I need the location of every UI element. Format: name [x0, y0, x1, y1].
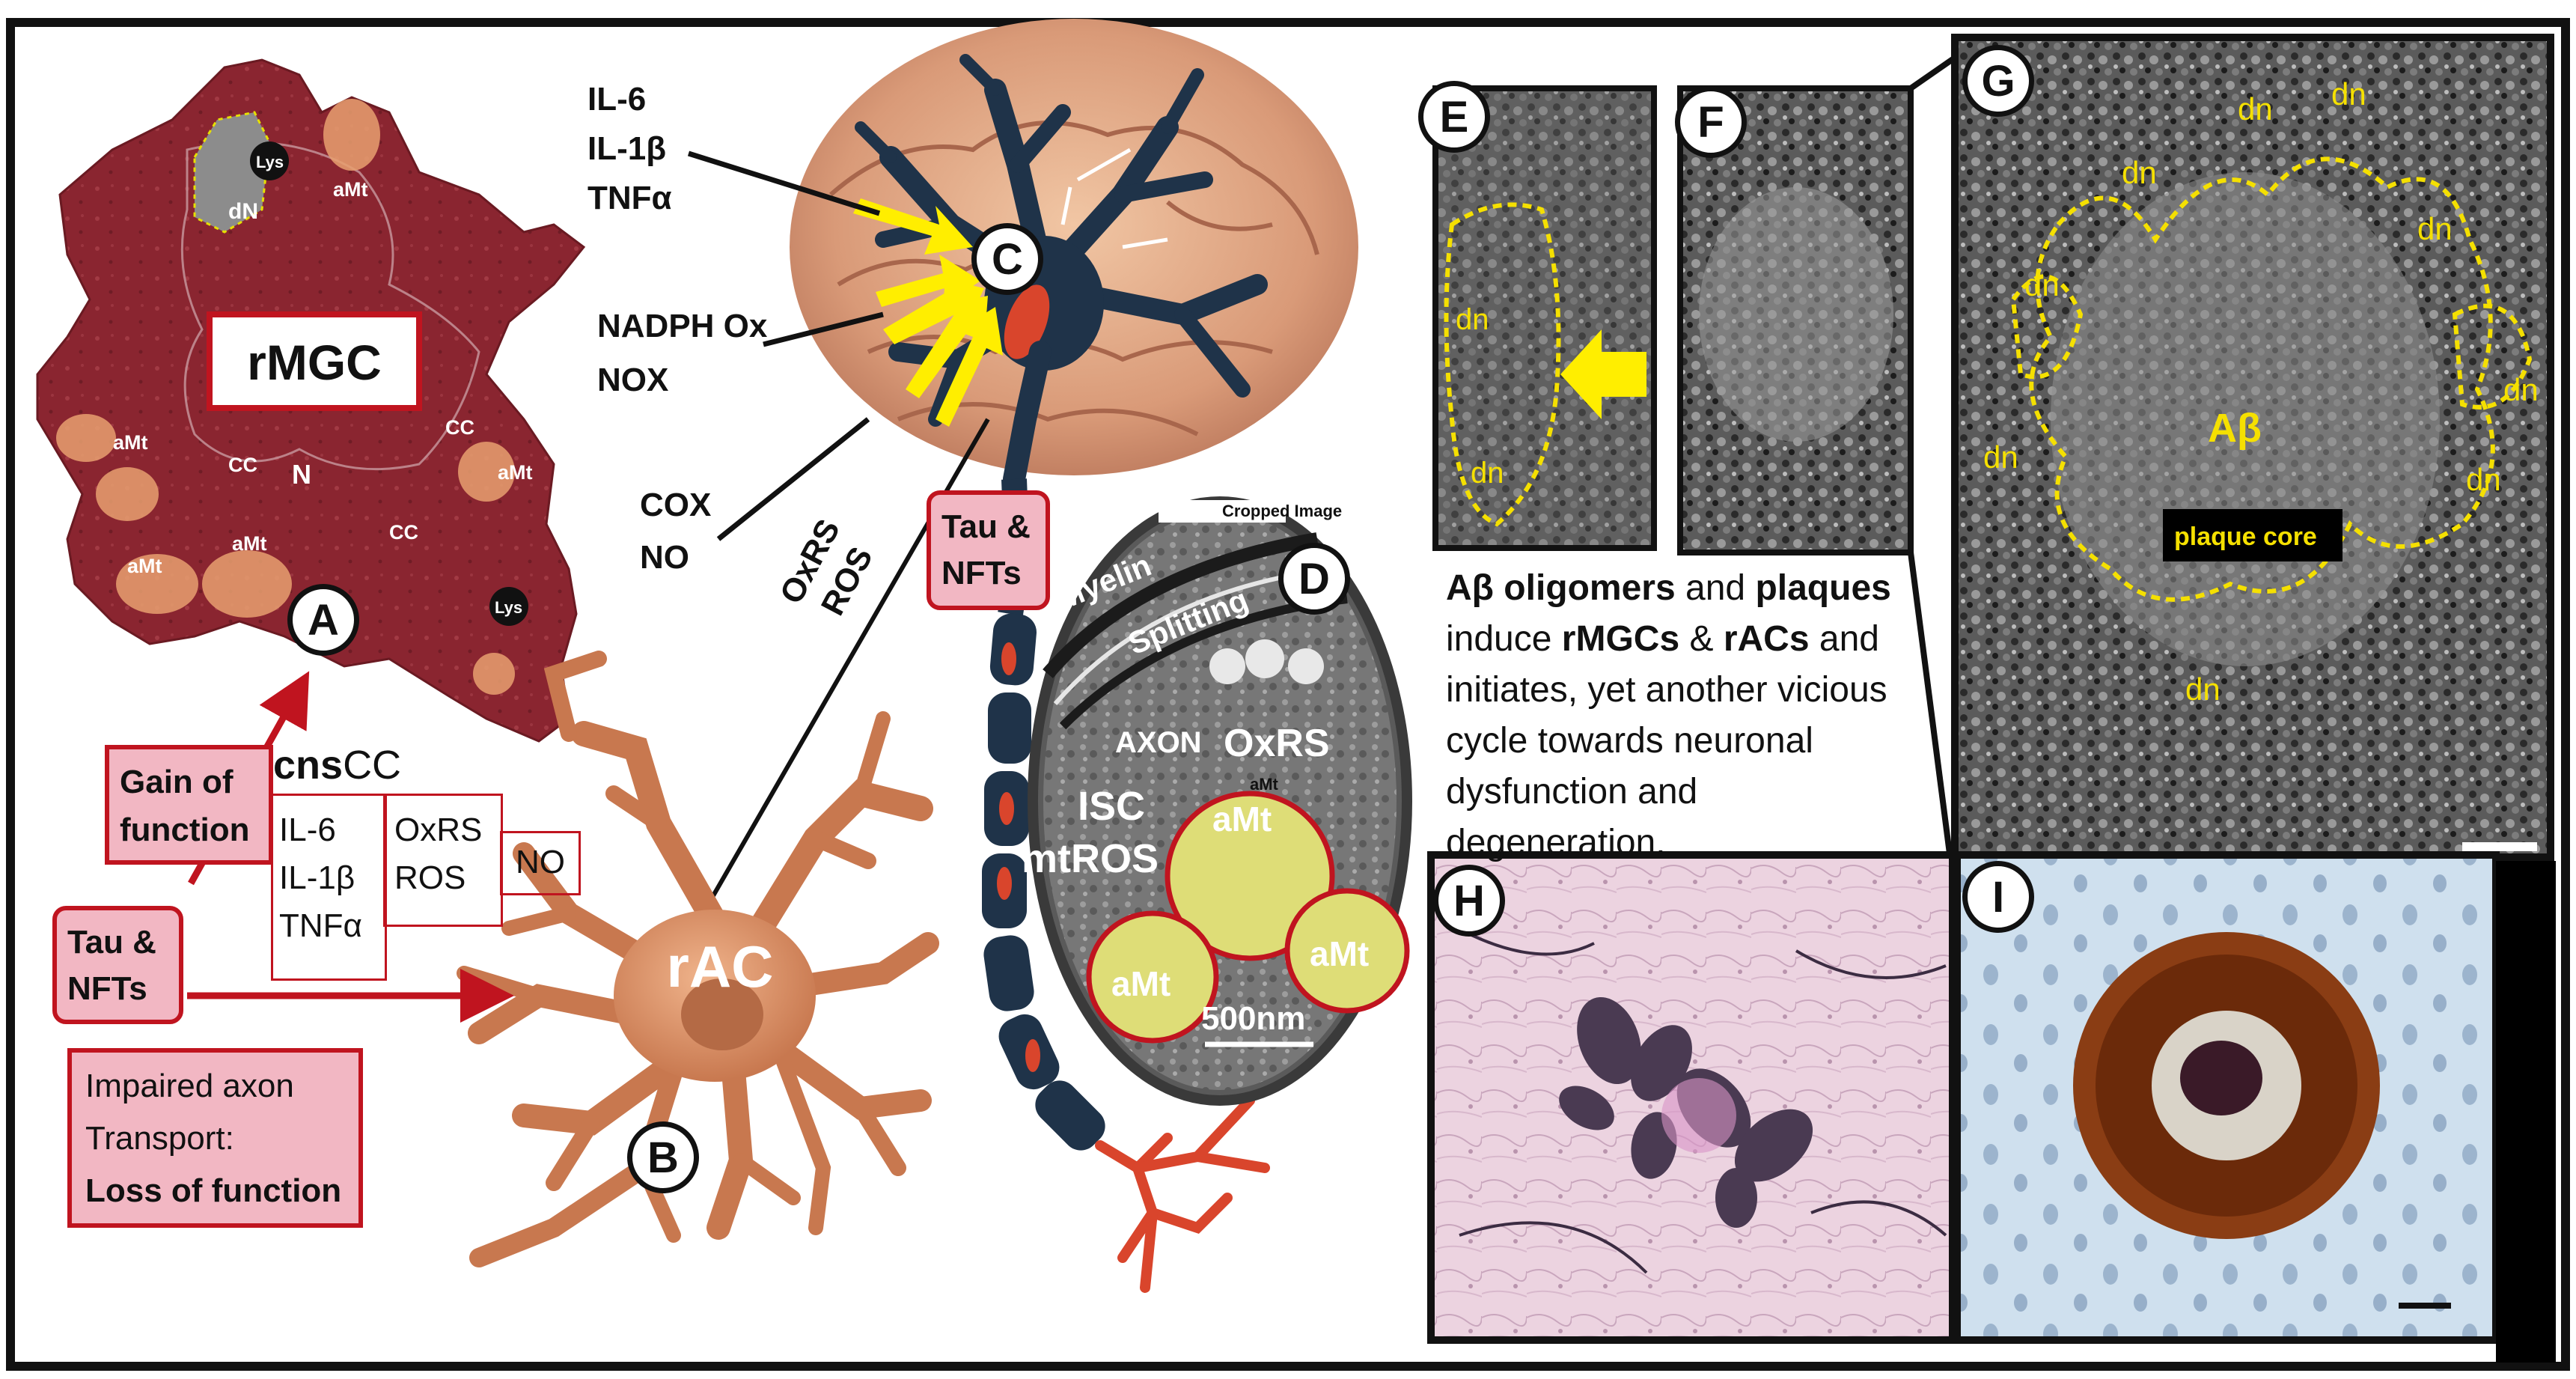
- c-nadph-label: NADPH Ox: [597, 308, 768, 344]
- cnscc-rest: CC: [343, 743, 402, 788]
- rac-label: rAC: [666, 934, 773, 999]
- summary-bold: rMGCs: [1561, 619, 1680, 659]
- summary-text: Aβ oligomers and plaques induce rMGCs & …: [1446, 563, 1925, 868]
- g-dn-label: dn: [2122, 155, 2157, 190]
- organelle-label: aMt: [127, 555, 162, 577]
- no-box: NO: [500, 831, 581, 895]
- panel-letter-d: D: [1278, 543, 1350, 615]
- panel-letter-f: F: [1675, 86, 1747, 158]
- panel-letter-g: G: [1962, 45, 2034, 117]
- panel-letter-h: H: [1433, 865, 1505, 937]
- g-abeta-label: Aβ: [2208, 406, 2262, 451]
- g-dn-label: dn: [2024, 267, 2060, 302]
- c-cytokine: IL-1β: [587, 130, 667, 167]
- organelle-label: aMt: [113, 431, 148, 454]
- organelle-label: N: [292, 459, 311, 490]
- cnscc-label: cnsCC: [273, 743, 401, 788]
- c-cytokine: IL-6: [587, 81, 647, 118]
- panel-e-em: dn dn: [1432, 85, 1657, 551]
- impaired-transport-box: Impaired axon Transport: Loss of functio…: [67, 1048, 363, 1228]
- d-scale-label: 500nm: [1201, 1000, 1305, 1037]
- d-amt-label: aMt: [1310, 934, 1369, 973]
- c-cox-list: COX NO: [640, 479, 711, 584]
- left-tau-line: NFTs: [67, 970, 147, 1007]
- d-axon-label: AXON: [1115, 726, 1202, 759]
- organelle-label: aMt: [498, 461, 533, 484]
- d-amt-label: aMt: [1111, 964, 1171, 1003]
- organelle-label: dN: [228, 199, 258, 224]
- c-tau-nfts-box: Tau & NFTs: [927, 490, 1050, 610]
- cytokine-item: IL-6: [279, 812, 336, 848]
- organelle-label: aMt: [333, 178, 368, 201]
- oxrs-box: OxRS ROS: [383, 794, 503, 927]
- d-cropped-label: Cropped Image: [1222, 502, 1342, 520]
- organelle-label: Lys: [256, 153, 284, 171]
- cytokine-item: IL-1β: [279, 859, 355, 896]
- gain-line: function: [120, 812, 250, 848]
- g-plaque-core-label: plaque core: [2174, 523, 2317, 551]
- impaired-line: Impaired axon: [85, 1068, 294, 1104]
- d-mtros-label: mtROS: [1022, 836, 1159, 881]
- summary-bold: Aβ oligomers: [1446, 568, 1676, 608]
- panel-c-brain-neuron: [687, 19, 1358, 541]
- gain-line: Gain of: [120, 764, 234, 800]
- left-tau-line: Tau &: [67, 924, 156, 961]
- axon-myelin-column: [982, 478, 1270, 1293]
- c-cox-label: COX: [640, 487, 712, 523]
- c-cytokine-list: IL-6 IL-1β TNFα: [587, 75, 672, 223]
- c-no-label: NO: [640, 539, 689, 576]
- summary-bold: rACs: [1723, 619, 1810, 659]
- organelle-label: CC: [445, 416, 474, 439]
- c-nox-label: NOX: [597, 362, 669, 398]
- rmgc-label: rMGC: [247, 335, 382, 390]
- organelle-label: aMt: [232, 532, 267, 555]
- panel-letter-i: I: [1962, 861, 2034, 933]
- g-dn-label: dn: [2185, 672, 2221, 707]
- panel-letter-e: E: [1418, 81, 1490, 153]
- panel-letter-a: A: [287, 584, 359, 656]
- summary-text-part: and: [1675, 568, 1756, 608]
- cytokine-box: IL-6 IL-1β TNFα: [271, 794, 387, 981]
- cnscc-bold: cns: [273, 743, 344, 788]
- outer-frame: [6, 18, 2570, 1371]
- d-isc-label: ISC: [1078, 784, 1145, 829]
- g-dn-label: dn: [2331, 76, 2366, 112]
- organelle-label: CC: [389, 521, 418, 544]
- c-nadph-list: NADPH Ox NOX: [597, 299, 767, 407]
- g-dn-label: dn: [1983, 439, 2018, 475]
- g-dn-label: dn: [2238, 91, 2273, 127]
- summary-text-part: &: [1679, 619, 1724, 659]
- loss-of-function-line: Loss of function: [85, 1172, 342, 1209]
- c-cytokine: TNFα: [587, 180, 672, 216]
- cytokine-item: TNFα: [279, 907, 362, 944]
- summary-text-part: and initiates, yet another vicious cycle…: [1446, 619, 1887, 862]
- panel-letter-b: B: [627, 1121, 699, 1193]
- impaired-line: Transport:: [85, 1120, 234, 1157]
- panel-h-histology: [1427, 851, 1956, 1344]
- panel-letter-c: C: [971, 223, 1043, 295]
- oxrs-item: OxRS: [394, 812, 483, 848]
- summary-text-part: induce: [1446, 619, 1562, 659]
- summary-bold: plaques: [1755, 568, 1891, 608]
- left-tau-nfts-box: Tau & NFTs: [52, 906, 183, 1024]
- organelle-label: CC: [228, 454, 257, 476]
- panel-d-em-oval: Cropped Image Myelin Splitting AXON OxRS…: [1022, 496, 1412, 1106]
- g-dn-label: dn: [2466, 462, 2501, 497]
- d-amt-label: aMt: [1212, 800, 1272, 838]
- organelle-label: Lys: [495, 598, 522, 617]
- g-dn-label: dn: [2503, 372, 2539, 407]
- gain-of-function-box: Gain of function: [105, 745, 273, 865]
- d-oxrs-label: OxRS: [1224, 722, 1330, 765]
- panel-f-em: [1677, 85, 1914, 555]
- oxrs-item: ROS: [394, 859, 466, 896]
- panel-i-histology: [1953, 851, 2556, 1363]
- g-dn-label: dn: [2417, 211, 2453, 246]
- e-dn-label: dn: [1456, 303, 1489, 336]
- d-amt-label: aMt: [1250, 775, 1279, 794]
- panel-a-microglia: rMGC dN Lys aMt aMt CC N CC aMt aMt aMt …: [36, 58, 586, 743]
- e-dn-label: dn: [1471, 457, 1504, 490]
- panel-g-em-plaque: dn dn dn dn dn dn dn dn dn Aβ plaque cor…: [1951, 34, 2554, 861]
